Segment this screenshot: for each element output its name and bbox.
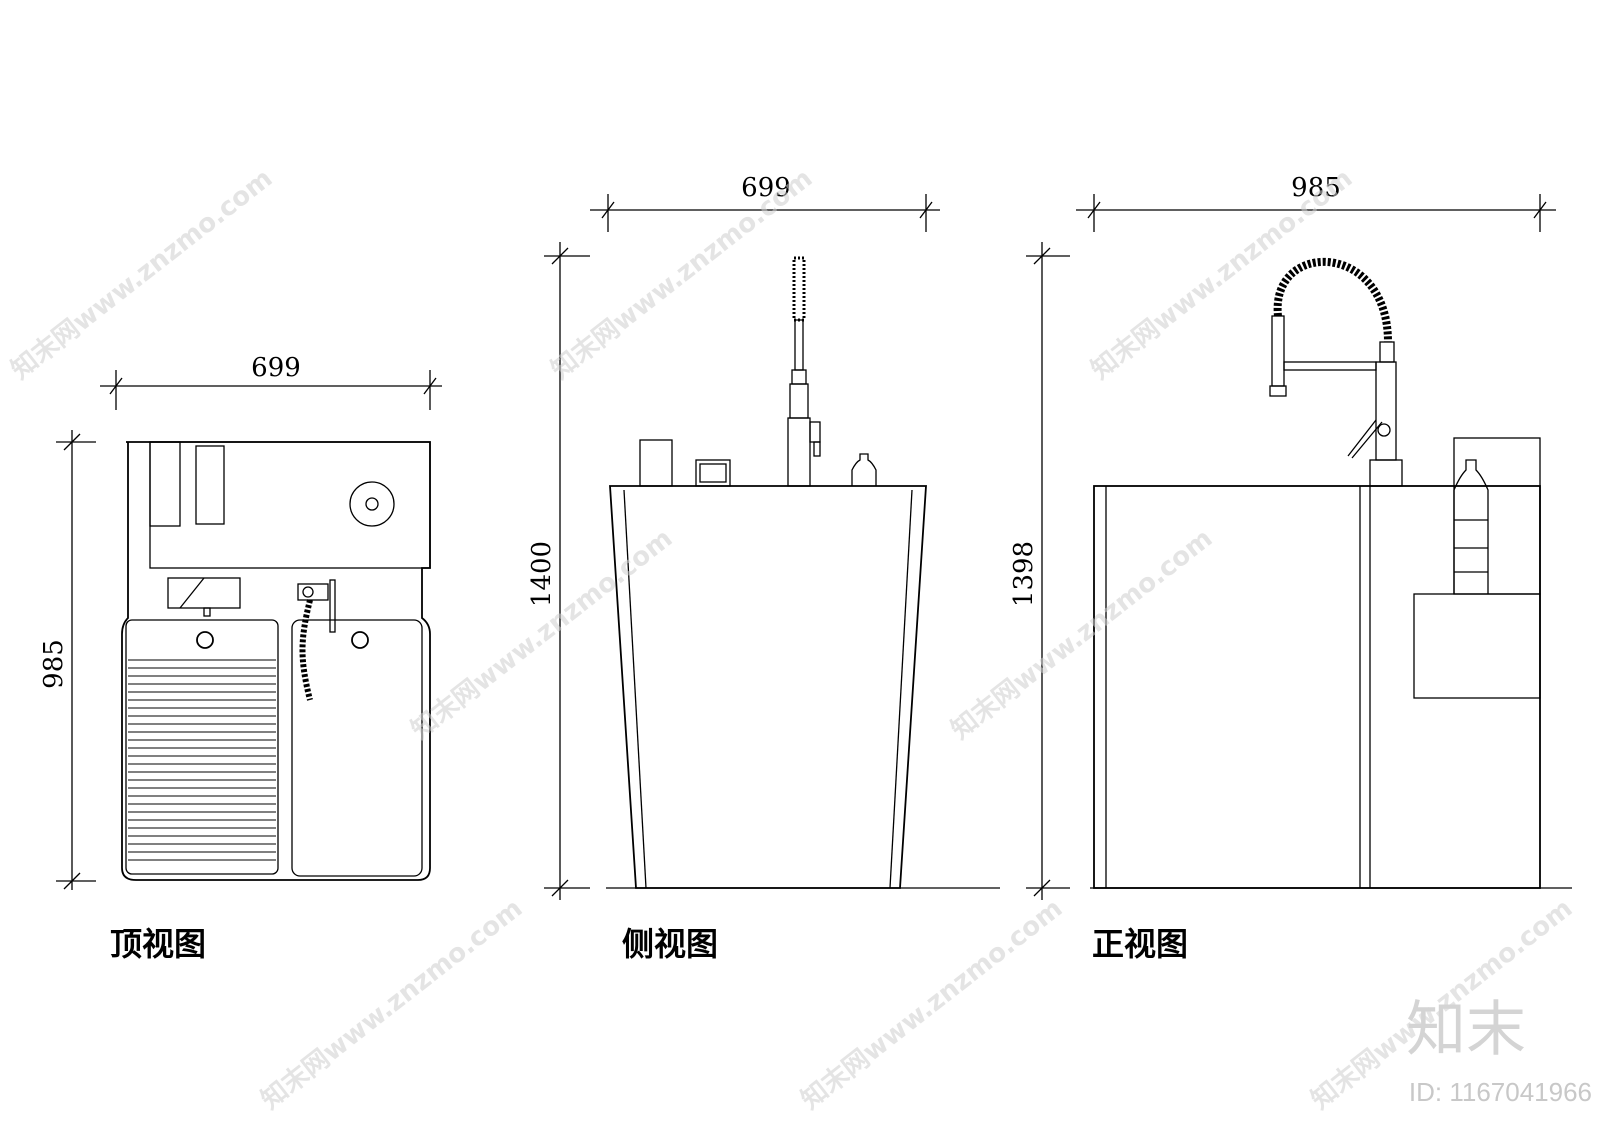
top-height-dimension: 985 — [39, 430, 96, 890]
top-view-title: 顶视图 — [110, 925, 206, 963]
front-width-dimension: 985 — [1076, 173, 1556, 232]
front-view-title: 正视图 — [1092, 925, 1188, 963]
watermark-text: 知末网www.znzmo.com — [1086, 163, 1358, 385]
top-height-label: 985 — [39, 639, 69, 689]
top-width-label: 699 — [251, 353, 301, 383]
top-sink-outline — [121, 441, 431, 881]
top-width-dimension: 699 — [100, 353, 442, 410]
watermarks: 知末网www.znzmo.com 知末网www.znzmo.com 知末网www… — [6, 163, 1578, 1115]
washboard-ribs — [128, 659, 276, 861]
side-width-label: 699 — [741, 173, 791, 203]
front-view: 985 1398 — [1009, 173, 1572, 963]
watermark-text: 知末网www.znzmo.com — [946, 523, 1218, 745]
brand-logo-text: 知末 — [1406, 995, 1526, 1065]
watermark-text: 知末网www.znzmo.com — [796, 893, 1068, 1115]
watermark-text: 知末网www.znzmo.com — [6, 163, 278, 385]
front-height-label: 1398 — [1009, 541, 1039, 607]
top-view: 699 985 — [39, 353, 442, 963]
watermark-text: 知末网www.znzmo.com — [546, 163, 818, 385]
front-cabinet — [1090, 257, 1572, 889]
side-view: 699 1400 侧视 — [527, 173, 1000, 963]
image-id: ID: 1167041966 — [1409, 1077, 1592, 1107]
side-view-title: 侧视图 — [622, 925, 718, 963]
front-width-label: 985 — [1291, 173, 1341, 203]
front-height-dimension: 1398 — [1009, 242, 1070, 900]
watermark-text: 知末网www.znzmo.com — [256, 893, 528, 1115]
side-height-label: 1400 — [527, 541, 557, 607]
side-cabinet — [606, 256, 1000, 889]
side-width-dimension: 699 — [590, 173, 940, 232]
side-height-dimension: 1400 — [527, 242, 590, 900]
